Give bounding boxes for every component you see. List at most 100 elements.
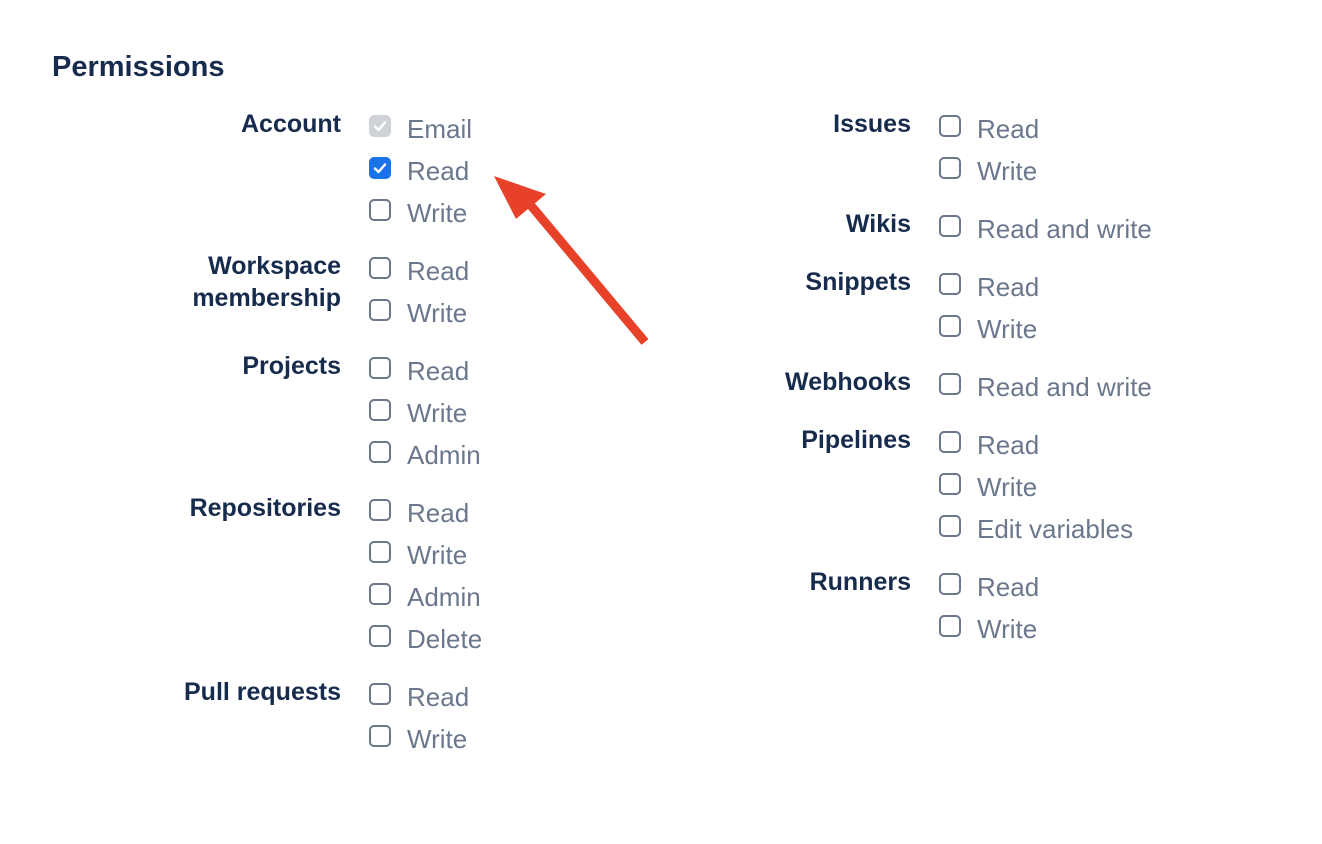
option-account-write[interactable]: Write: [369, 192, 472, 234]
checkbox[interactable]: [369, 441, 391, 463]
checkbox[interactable]: [939, 215, 961, 237]
option-label: Read and write: [977, 372, 1152, 402]
option-issues-read[interactable]: Read: [939, 108, 1039, 150]
permission-options: Read and write: [939, 366, 1152, 408]
permission-group-label: Pipelines: [801, 426, 911, 454]
permission-options: Read and write: [939, 208, 1152, 250]
permission-group-label: Snippets: [805, 268, 911, 296]
option-wikis-read-and-write[interactable]: Read and write: [939, 208, 1152, 250]
checkbox[interactable]: [939, 373, 961, 395]
option-pull-requests-read[interactable]: Read: [369, 676, 469, 718]
permission-group-webhooks: Webhooks Read and write: [570, 366, 1270, 408]
checkbox[interactable]: [369, 199, 391, 221]
option-pipelines-edit-variables[interactable]: Edit variables: [939, 508, 1133, 550]
checkbox[interactable]: [369, 725, 391, 747]
option-repositories-read[interactable]: Read: [369, 492, 482, 534]
checkbox[interactable]: [939, 157, 961, 179]
option-projects-write[interactable]: Write: [369, 392, 481, 434]
option-projects-read[interactable]: Read: [369, 350, 481, 392]
permission-group-label: Account: [241, 110, 341, 138]
checkbox[interactable]: [369, 157, 391, 179]
option-repositories-write[interactable]: Write: [369, 534, 482, 576]
option-label: Read: [977, 430, 1040, 460]
checkbox[interactable]: [369, 499, 391, 521]
checkbox[interactable]: [939, 473, 961, 495]
red-arrow-icon: [494, 176, 649, 345]
option-label: Read: [407, 682, 470, 712]
checkbox[interactable]: [369, 299, 391, 321]
checkbox[interactable]: [369, 399, 391, 421]
option-label: Write: [407, 298, 468, 328]
option-runners-read[interactable]: Read: [939, 566, 1039, 608]
option-label: Write: [407, 540, 468, 570]
checkbox[interactable]: [939, 515, 961, 537]
checkbox[interactable]: [939, 615, 961, 637]
option-label: Read: [407, 256, 470, 286]
permission-group-label: Webhooks: [785, 368, 911, 396]
checkbox[interactable]: [369, 683, 391, 705]
checkbox: [369, 115, 391, 137]
checkbox[interactable]: [369, 583, 391, 605]
option-label: Write: [407, 724, 468, 754]
option-projects-admin[interactable]: Admin: [369, 434, 481, 476]
option-label: Read: [977, 272, 1040, 302]
checkbox[interactable]: [939, 431, 961, 453]
checkbox[interactable]: [939, 115, 961, 137]
permission-group-label: Pull requests: [184, 678, 341, 706]
permission-group-label: Wikis: [845, 210, 911, 238]
option-workspace-membership-write[interactable]: Write: [369, 292, 469, 334]
checkbox[interactable]: [939, 573, 961, 595]
permission-group-label: Runners: [809, 568, 911, 596]
option-label: Admin: [407, 582, 481, 612]
option-repositories-delete[interactable]: Delete: [369, 618, 482, 660]
checkbox[interactable]: [939, 315, 961, 337]
option-snippets-write[interactable]: Write: [939, 308, 1039, 350]
option-repositories-admin[interactable]: Admin: [369, 576, 482, 618]
checkbox[interactable]: [939, 273, 961, 295]
option-label: Read: [407, 498, 470, 528]
permission-group-label: Projects: [242, 352, 341, 380]
option-issues-write[interactable]: Write: [939, 150, 1039, 192]
option-label: Write: [977, 614, 1038, 644]
option-pull-requests-write[interactable]: Write: [369, 718, 469, 760]
permission-group-wikis: Wikis Read and write: [570, 208, 1270, 250]
checkmark-icon: [373, 121, 387, 132]
option-label: Edit variables: [977, 514, 1134, 544]
option-snippets-read[interactable]: Read: [939, 266, 1039, 308]
option-label: Write: [977, 314, 1038, 344]
option-workspace-membership-read[interactable]: Read: [369, 250, 469, 292]
option-pipelines-write[interactable]: Write: [939, 466, 1133, 508]
checkbox[interactable]: [369, 357, 391, 379]
option-label: Write: [977, 156, 1038, 186]
permission-group-label: Issues: [833, 110, 911, 138]
option-webhooks-read-and-write[interactable]: Read and write: [939, 366, 1152, 408]
option-label: Email: [407, 114, 473, 144]
option-pipelines-read[interactable]: Read: [939, 424, 1133, 466]
checkbox[interactable]: [369, 541, 391, 563]
option-runners-write[interactable]: Write: [939, 608, 1039, 650]
option-account-read[interactable]: Read: [369, 150, 472, 192]
option-label: Write: [407, 198, 468, 228]
checkbox[interactable]: [369, 257, 391, 279]
checkbox[interactable]: [369, 625, 391, 647]
option-label: Read and write: [977, 214, 1152, 244]
option-label: Write: [977, 472, 1038, 502]
option-label: Admin: [407, 440, 481, 470]
permission-group-label: Workspace membership: [192, 252, 341, 312]
option-label: Read: [407, 156, 470, 186]
